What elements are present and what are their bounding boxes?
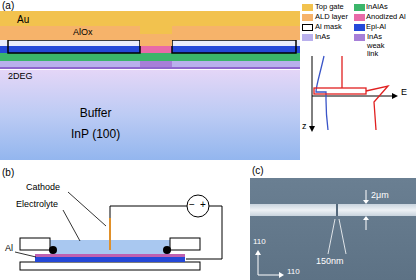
annotation-label: Al — [5, 244, 13, 254]
al-mask-fill — [0, 40, 140, 46]
band-curve — [316, 56, 328, 130]
legend-swatch — [302, 34, 313, 41]
layer-label: Au — [17, 14, 29, 25]
annotation-label: 2μm — [371, 191, 389, 201]
legend-text: Top gate — [315, 3, 353, 12]
annotation-label: 110 — [287, 268, 300, 277]
e-axis — [312, 96, 393, 97]
annotation-label: (c) — [252, 165, 264, 176]
legend-text: ALD layer — [315, 13, 353, 22]
layer-band: AlOx — [72, 27, 94, 39]
anodized-al — [140, 46, 172, 53]
annotation-label: 2DEG — [8, 72, 33, 82]
legend-text: InAs — [315, 33, 353, 42]
inalas-layer — [0, 53, 300, 61]
legend-swatch — [354, 4, 365, 11]
legend-text: Epi-Al — [366, 23, 414, 32]
o-ring — [163, 246, 171, 254]
annotation-label: Electrolyte — [16, 200, 58, 210]
buffer-layer — [0, 70, 300, 160]
epi-al-left — [0, 46, 140, 53]
arrow-head — [363, 200, 369, 204]
legend-swatch — [354, 24, 365, 31]
inas-layer — [0, 61, 300, 67]
leader-line — [339, 219, 346, 254]
al-mask-outline — [8, 40, 140, 53]
axis-arrow — [258, 254, 259, 275]
annotation-label: 150nm — [316, 257, 344, 267]
layer-label: InP (100) — [71, 128, 120, 141]
annotation-label: 110 — [253, 238, 266, 247]
legend-text: InAs weak link — [367, 33, 397, 59]
twodeg-line — [0, 67, 300, 69]
base-plate — [20, 262, 200, 270]
band-curve — [341, 56, 342, 88]
arrow-head — [279, 272, 284, 278]
layer-label: Buffer — [71, 107, 120, 120]
legend-text: Al mask — [315, 23, 353, 32]
band-curve — [366, 86, 388, 130]
legend-swatch — [354, 34, 365, 41]
legend-swatch — [302, 24, 313, 31]
holder-block — [170, 238, 200, 250]
arrow-head — [309, 126, 315, 132]
layer-band: BufferInP (100) — [70, 106, 121, 142]
legend-swatch — [302, 14, 313, 21]
annotation-label: (b) — [2, 167, 14, 178]
weak-link-gap — [336, 204, 338, 216]
legend-text: Anodized Al — [366, 13, 414, 22]
legend-text: InAlAs — [366, 3, 414, 12]
cathode — [109, 218, 111, 250]
arrow-head — [363, 216, 369, 220]
leader-line — [328, 219, 335, 254]
al-mask-outline — [172, 40, 296, 53]
legend-swatch — [354, 14, 365, 21]
sem-image — [250, 178, 416, 280]
annotation-label: Cathode — [26, 183, 60, 193]
leader-line — [15, 252, 36, 257]
band-box — [314, 88, 366, 94]
annotation-label: z — [302, 122, 307, 132]
annotation-label: − — [189, 199, 195, 210]
leader-line — [63, 210, 80, 241]
annotation-label: (a) — [2, 0, 14, 11]
o-ring — [49, 246, 57, 254]
sample-top — [35, 254, 185, 257]
mesa-stripe — [250, 204, 416, 216]
layer-band: Au — [16, 13, 30, 26]
layer-label: AlOx — [73, 28, 93, 38]
legend-swatch — [302, 4, 313, 11]
leader-line — [68, 192, 106, 226]
al-mask-fill — [172, 40, 300, 46]
arrow-head — [255, 250, 261, 255]
top-gate — [0, 11, 300, 34]
annotation-label: + — [200, 199, 206, 210]
sample-al — [35, 257, 185, 262]
arrow-head — [392, 93, 398, 99]
annotation-label: E — [401, 88, 407, 98]
power-source — [187, 195, 209, 217]
wire — [110, 206, 187, 218]
axis-arrow — [258, 275, 280, 276]
holder-block — [20, 238, 50, 250]
weak-link — [140, 61, 172, 67]
z-axis — [312, 56, 313, 127]
epi-al-right — [172, 46, 300, 53]
